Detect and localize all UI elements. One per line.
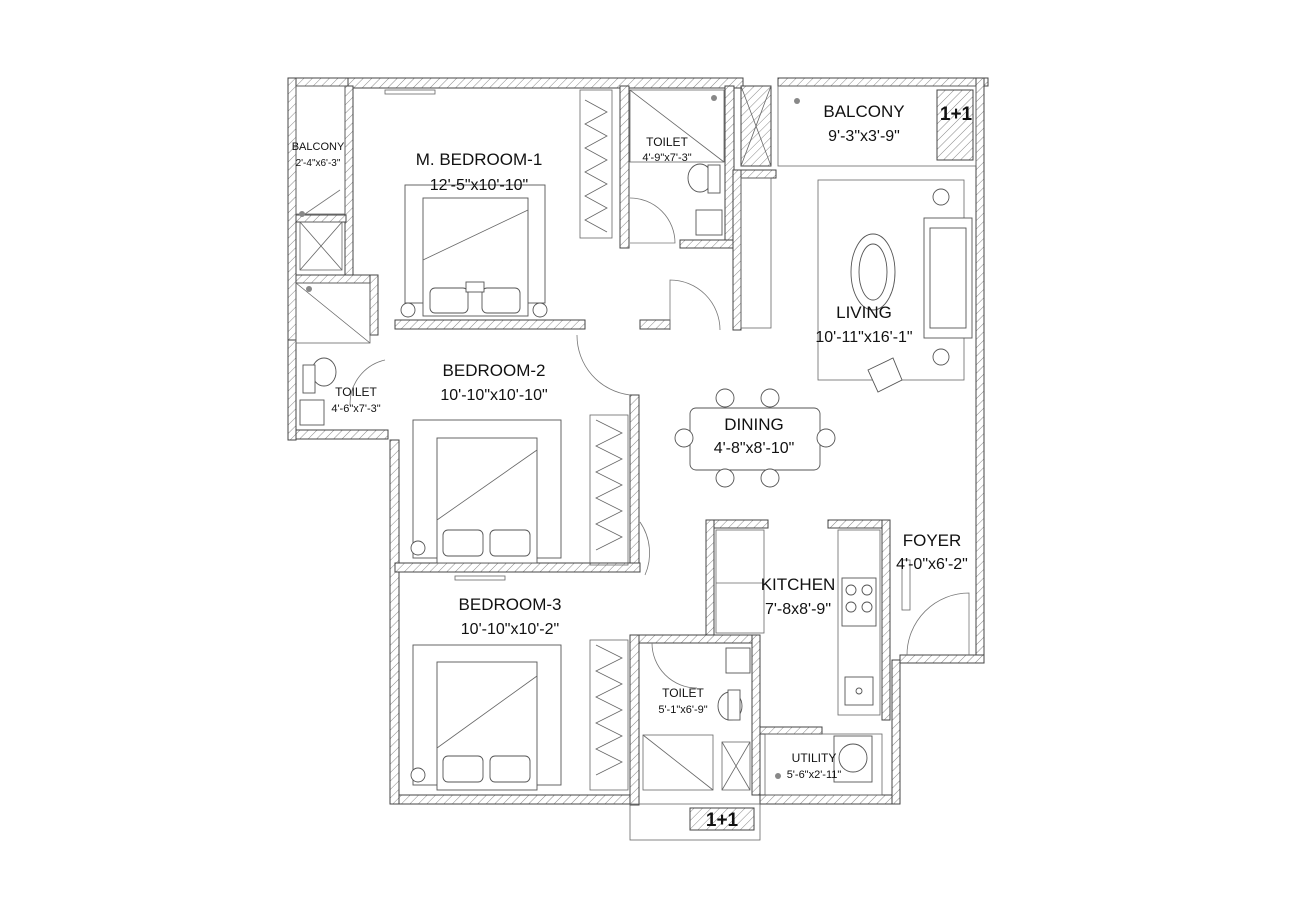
balcony-top-name: BALCONY (823, 102, 904, 121)
toilet-left (295, 282, 386, 426)
outer-walls (287, 77, 989, 805)
balcony-left-size: 2'-4"x6'-3" (296, 158, 341, 169)
ac-ledge-bottom (629, 803, 761, 841)
ac-marker-top: 1+1 (940, 104, 973, 125)
balcony-top-size: 9'-3"x3'-9" (828, 128, 900, 145)
living-name: LIVING (836, 303, 892, 322)
master-bedroom (384, 89, 721, 331)
room-labels: BALCONY 2'-4"x6'-3" M. BEDROOM-1 12'-5"x… (292, 102, 973, 831)
kitchen-size: 7'-8x8'-9" (765, 601, 831, 618)
toilet-bottom (642, 642, 751, 791)
toilet-top-name: TOILET (646, 135, 688, 149)
balcony-top (740, 85, 977, 167)
toilet-left-size: 4'-6"x7'-3" (331, 403, 380, 415)
foyer-size: 4'-0"x6'-2" (896, 556, 968, 573)
foyer-name: FOYER (903, 531, 962, 550)
toilet-bottom-size: 5'-1"x6'-9" (658, 704, 707, 716)
bedroom2-name: BEDROOM-2 (443, 361, 546, 380)
bedroom3-name: BEDROOM-3 (459, 595, 562, 614)
toilet-top-size: 4'-9"x7'-3" (642, 152, 691, 164)
dining-size: 4'-8"x8'-10" (714, 440, 795, 457)
toilet-top (629, 89, 725, 244)
bedroom3-size: 10'-10"x10'-2" (461, 621, 559, 638)
balcony-left (295, 85, 346, 271)
ac-marker-bottom: 1+1 (706, 810, 739, 831)
dining-area (674, 388, 836, 488)
living-room (740, 177, 973, 393)
master-bedroom-name: M. BEDROOM-1 (416, 150, 543, 169)
kitchen (715, 529, 881, 716)
bedroom-3 (410, 521, 650, 791)
utility-name: UTILITY (792, 751, 837, 765)
internal-walls (295, 85, 891, 806)
master-bedroom-size: 12'-5"x10'-10" (430, 177, 528, 194)
living-size: 10'-11"x16'-1" (815, 329, 912, 346)
kitchen-name: KITCHEN (761, 575, 836, 594)
utility-size: 5'-6"x2'-11" (787, 769, 842, 781)
bedroom2-size: 10'-10"x10'-10" (440, 387, 547, 404)
balcony-left-name: BALCONY (292, 141, 345, 153)
utility (764, 733, 883, 796)
bedroom-2 (410, 334, 631, 566)
toilet-bottom-name: TOILET (662, 686, 704, 700)
toilet-left-name: TOILET (335, 385, 377, 399)
foyer-door (901, 559, 970, 656)
dining-name: DINING (724, 415, 784, 434)
